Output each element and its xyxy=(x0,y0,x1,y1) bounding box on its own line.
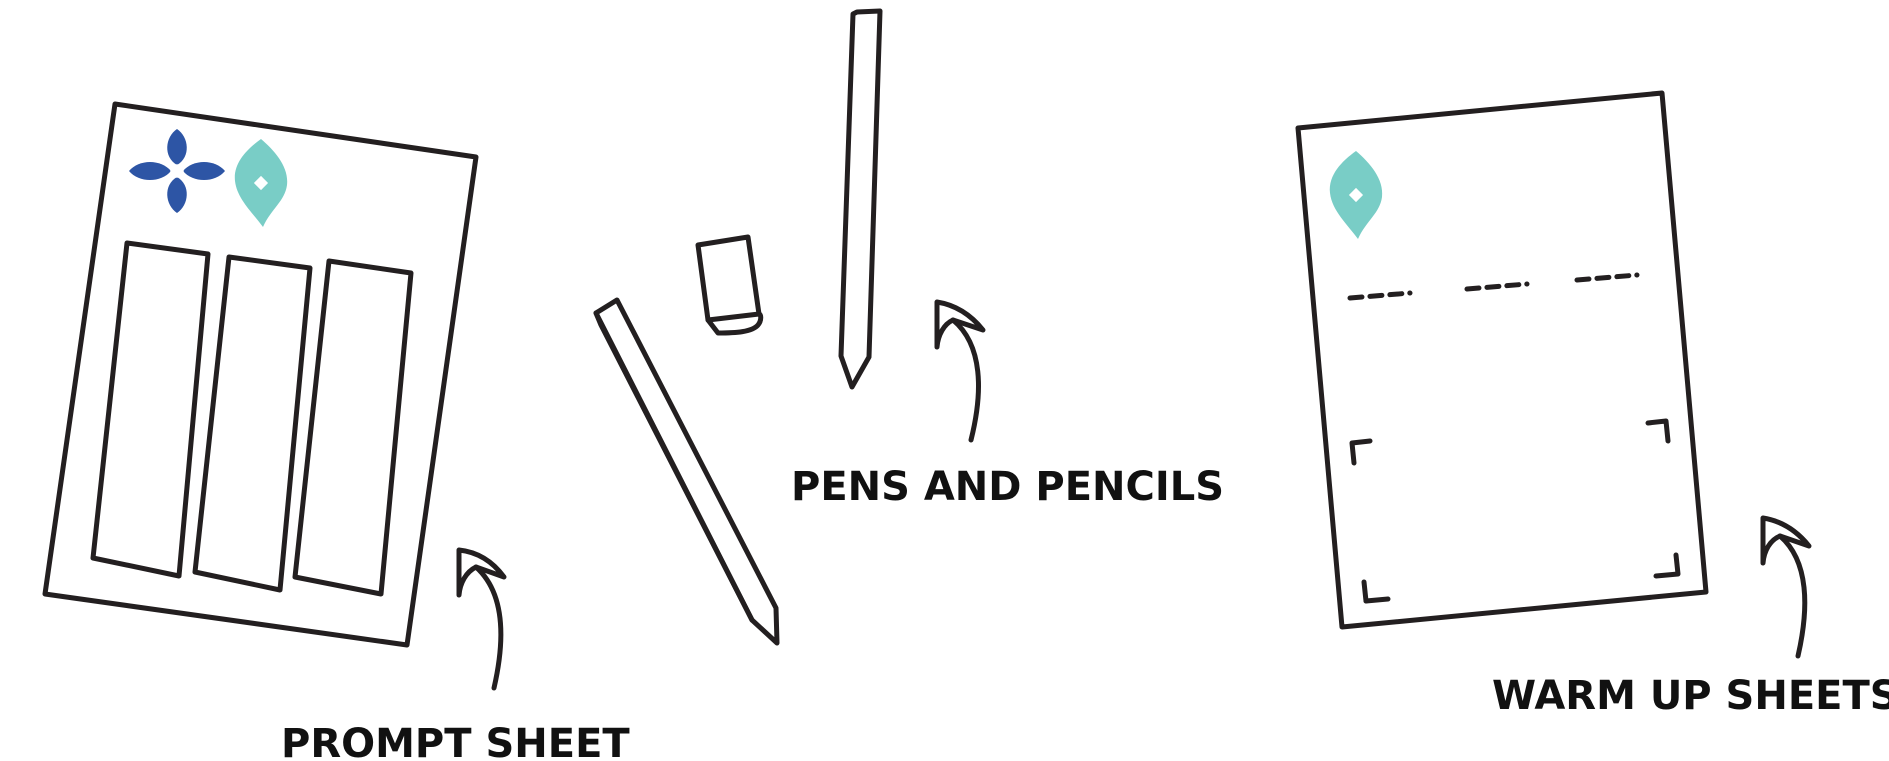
pens-and-pencils-label: PENS AND PENCILS xyxy=(791,464,1224,510)
prompt-sheet-label: PROMPT SHEET xyxy=(281,721,630,761)
warm-up-sheet-icon xyxy=(1298,93,1706,627)
pen-icon xyxy=(841,11,880,387)
warm-up-sheets-label: WARM UP SHEETS xyxy=(1492,673,1889,719)
eraser-icon xyxy=(698,237,761,333)
teal-leaf-motif xyxy=(1330,151,1382,239)
curved-arrow-icon xyxy=(459,550,504,688)
teal-leaf-motif xyxy=(235,139,287,227)
prompt-sheet-icon xyxy=(45,104,476,645)
curved-arrow-icon xyxy=(937,302,983,440)
curved-arrow-icon xyxy=(1763,518,1809,656)
pencil-icon xyxy=(596,300,777,643)
blue-flower-motif xyxy=(129,129,225,213)
